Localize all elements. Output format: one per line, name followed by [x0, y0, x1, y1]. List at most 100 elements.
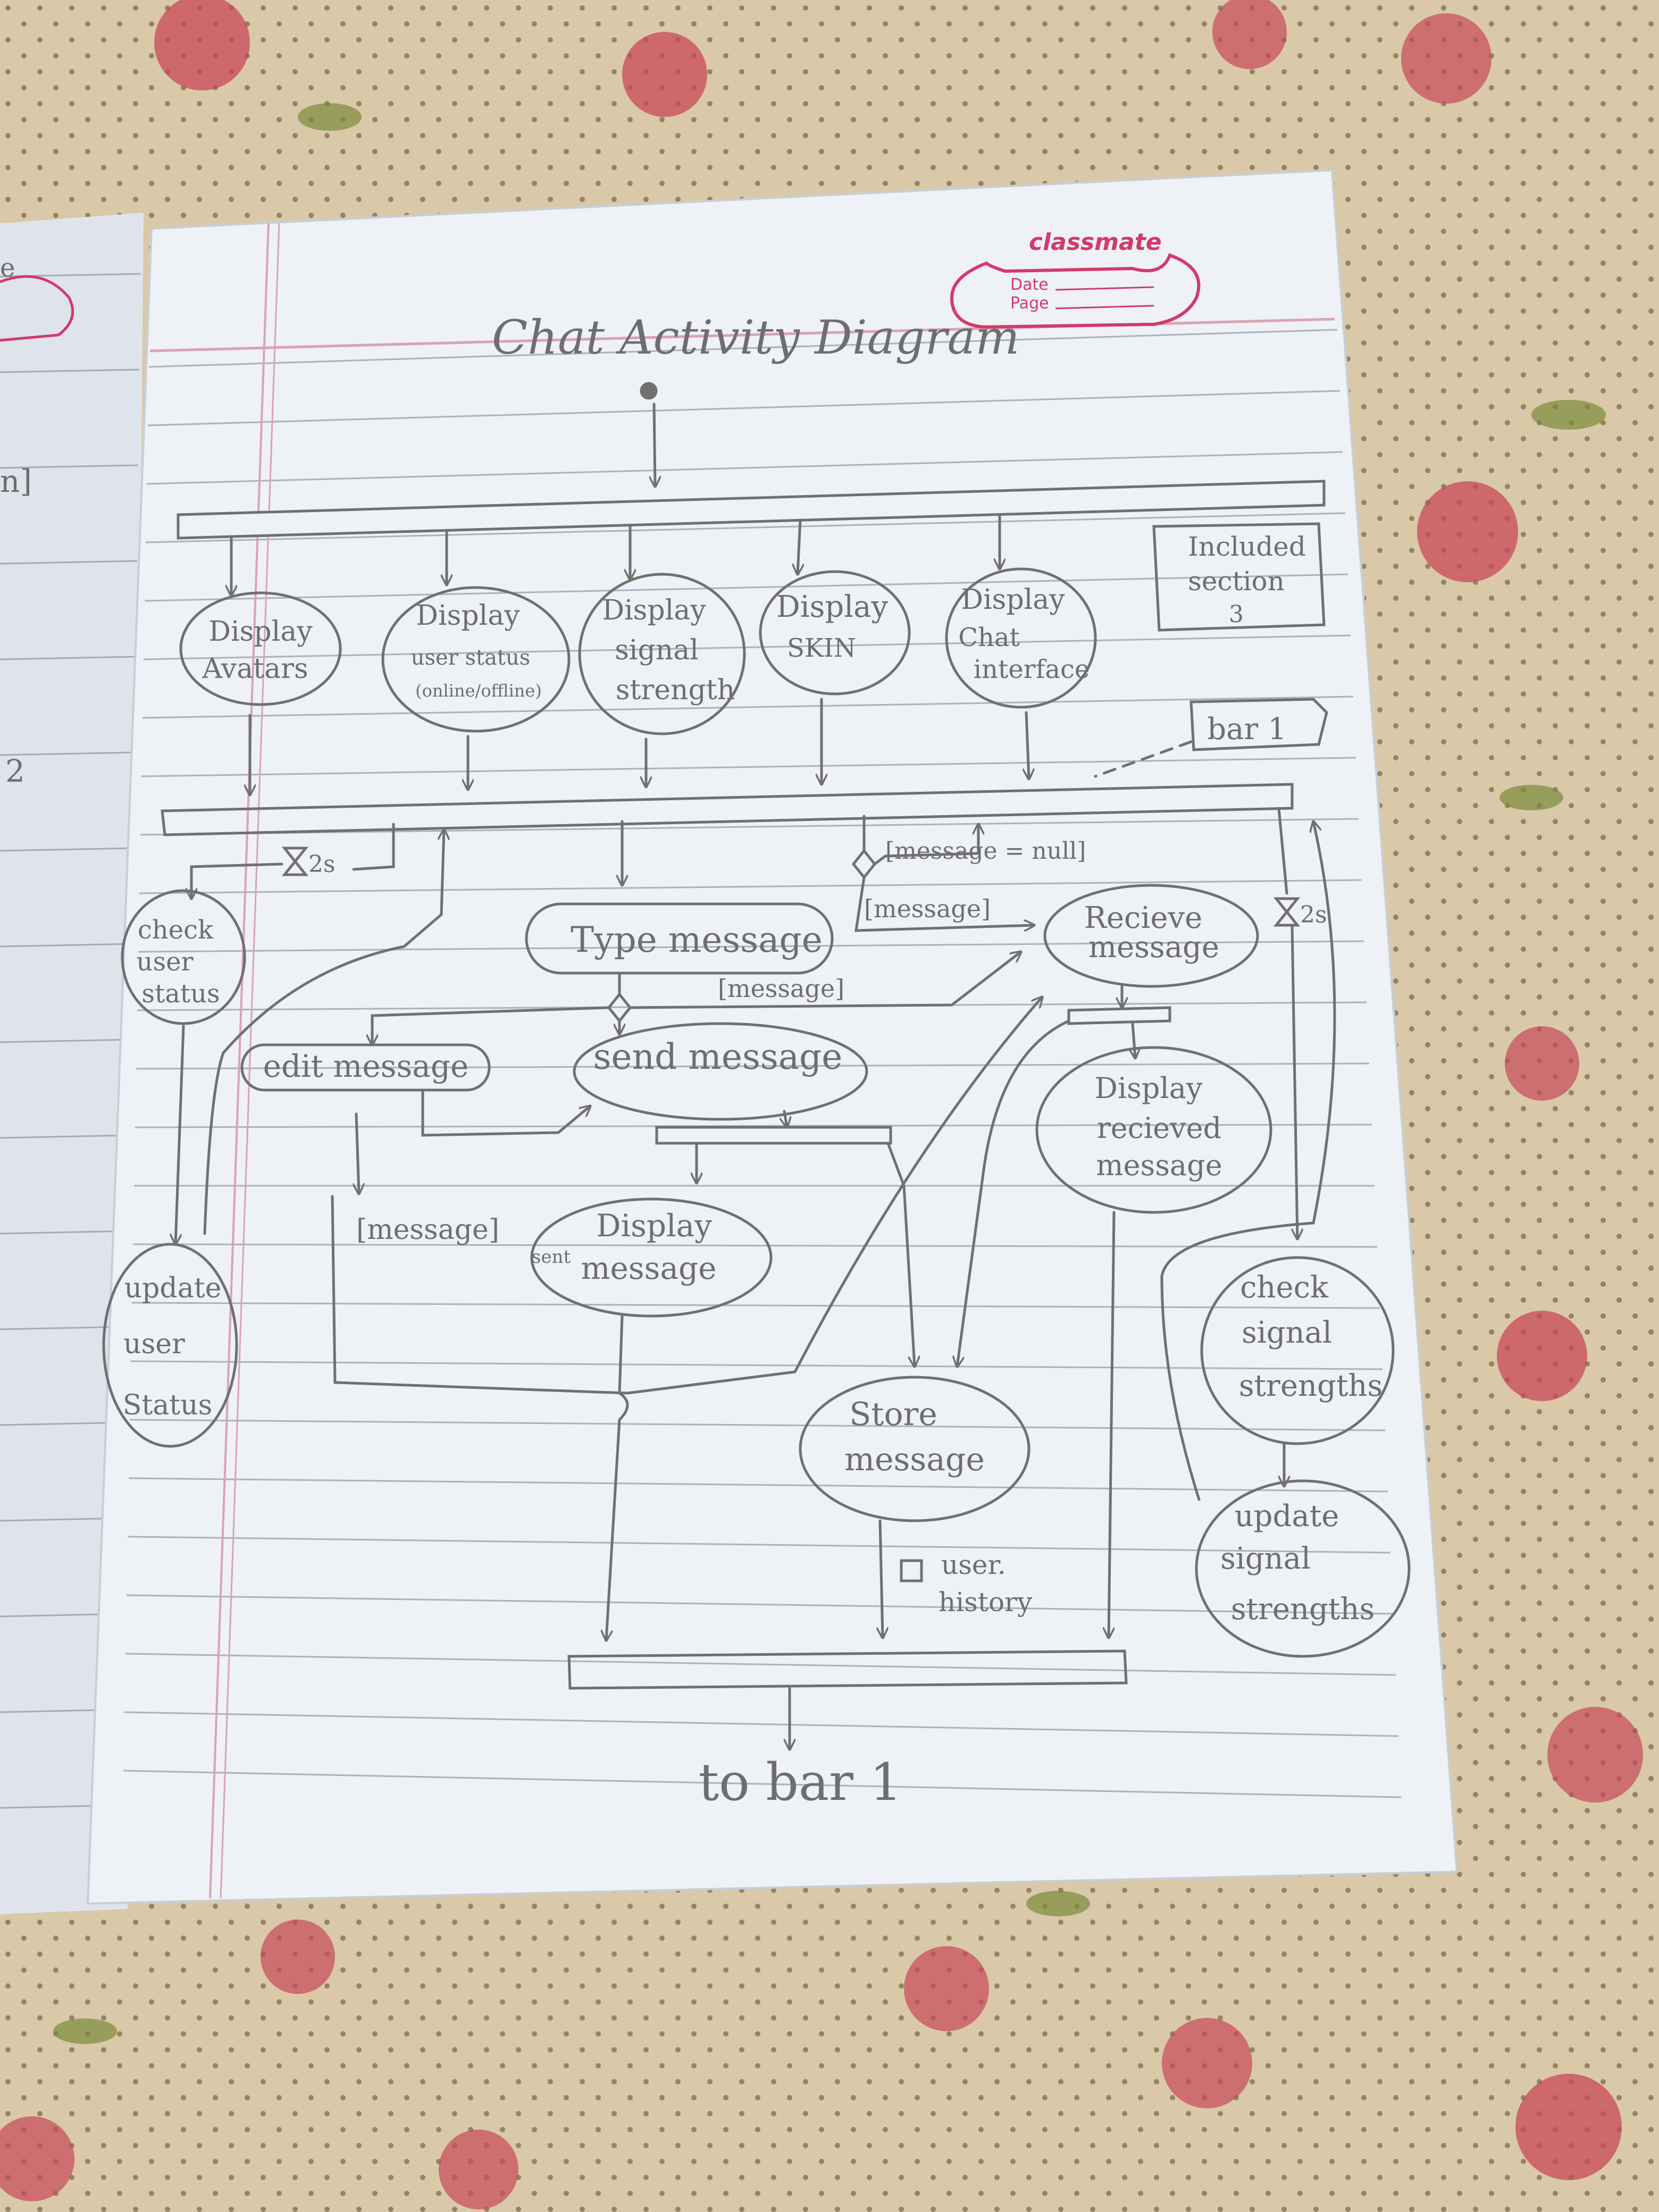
guard-message-c: [message]: [718, 974, 844, 1003]
label-check-signal-2: signal: [1242, 1316, 1332, 1350]
label-store-message-2: message: [844, 1441, 985, 1478]
page-line: [1055, 305, 1154, 309]
label-check-user-status-1: check: [138, 915, 214, 945]
flow-timer-check-signal: [1291, 924, 1297, 1241]
node-display-recieved-message: [1035, 1046, 1272, 1214]
flow-decision-receive-msg: [854, 876, 1034, 932]
margin-line: [209, 223, 270, 1899]
flow-store-end: [880, 1519, 883, 1639]
label-display-chat-3: interface: [974, 655, 1090, 684]
label-user-history-2: history: [939, 1587, 1033, 1618]
activity-diagram: Chat Activity Diagram Display Avatars Di…: [102, 310, 1411, 1812]
label-display-avatars-2: Avatars: [202, 653, 308, 685]
flow-fork-skin: [798, 518, 800, 574]
guard-message-null: [message = null]: [885, 837, 1086, 865]
node-display-skin: [759, 570, 911, 696]
flow-update-status-back: [203, 830, 444, 1235]
node-send-message: [573, 1022, 868, 1121]
flow-edit-send: [421, 1088, 590, 1137]
node-display-sent-message: [530, 1197, 773, 1318]
node-update-signal-strengths: [1195, 1479, 1411, 1658]
label-display-signal-2: signal: [615, 634, 699, 666]
node-edit-message: [240, 1043, 491, 1092]
label-display-user-status-3: (online/offline): [415, 681, 542, 701]
label-update-user-status-1: update: [124, 1272, 222, 1304]
guard-message-a: [message]: [864, 894, 991, 923]
object-user-history-icon: [900, 1559, 923, 1582]
left-page-fragment-1: e: [0, 253, 15, 283]
label-edit-message: edit message: [263, 1048, 469, 1084]
note-included-section: [1152, 522, 1326, 632]
label-display-user-status-2: user status: [411, 646, 531, 670]
label-display-signal-1: Display: [602, 594, 706, 626]
page-rules: [123, 329, 1402, 1798]
page-label: Page: [1010, 294, 1049, 313]
flow-null-loop: [873, 823, 978, 866]
label-check-signal-3: strengths: [1239, 1369, 1382, 1403]
label-check-user-status-2: user: [137, 947, 194, 977]
node-store-message: [799, 1376, 1030, 1522]
label-display-recv-2: recieved: [1097, 1111, 1221, 1145]
label-display-recv-1: Display: [1095, 1071, 1203, 1105]
label-update-signal-1: update: [1235, 1499, 1339, 1534]
label-bar1: bar 1: [1207, 712, 1286, 747]
flow-edit-loop-receive: [331, 997, 1042, 1395]
note-bar1-link: [1094, 740, 1193, 778]
label-display-sent-1: Display: [596, 1208, 712, 1244]
node-check-signal-strengths: [1200, 1256, 1395, 1445]
node-display-avatars: [179, 591, 342, 706]
margin-line-2: [220, 223, 280, 1899]
diagram-title: Chat Activity Diagram: [492, 310, 1020, 365]
label-display-skin-1: Display: [776, 590, 889, 624]
label-display-sent-2: message: [581, 1250, 717, 1286]
label-display-skin-2: SKIN: [787, 633, 856, 663]
flow-bar-store: [957, 1019, 1070, 1367]
flow-join-timer-left: [352, 823, 395, 871]
label-store-message-1: Store: [849, 1396, 937, 1433]
date-line: [1055, 286, 1154, 291]
bar1-join: [161, 783, 1294, 836]
label-check-signal-1: check: [1240, 1270, 1329, 1305]
label-to-bar1: to bar 1: [698, 1753, 902, 1812]
label-recieve-message-1: Recieve: [1084, 901, 1203, 935]
date-label: Date: [1010, 275, 1049, 294]
flow-decision-receive: [629, 952, 1021, 1009]
left-page-brand-banner: [0, 275, 74, 342]
label-included-2: section: [1188, 566, 1285, 597]
flow-join-timer-right: [1277, 807, 1288, 895]
fork-after-send: [655, 1126, 892, 1145]
flow-fork-store: [886, 1142, 915, 1367]
start-node: [640, 382, 658, 400]
label-included-3: 3: [1229, 601, 1244, 628]
timer-right-icon: [1273, 897, 1301, 927]
label-display-recv-3: message: [1096, 1149, 1222, 1182]
flow-display-recv-end: [1109, 1211, 1116, 1639]
flow-edit-store: [356, 1112, 359, 1194]
flow-update-signal-back: [1160, 822, 1336, 1501]
label-display-chat-1: Display: [961, 584, 1065, 616]
node-update-user-status: [102, 1243, 238, 1448]
node-display-chat-interface: [945, 567, 1097, 709]
bar-receive: [1067, 1006, 1171, 1025]
flow-bar-display-recv: [1133, 1022, 1135, 1058]
label-update-signal-3: strengths: [1231, 1592, 1375, 1627]
label-update-signal-2: signal: [1220, 1541, 1311, 1576]
bar-final-join: [567, 1649, 1128, 1690]
right-page: [86, 169, 1459, 1905]
timer-right-label: 2s: [1300, 901, 1327, 928]
flow-decision-edit: [372, 1006, 610, 1046]
flow-chat-join: [1026, 711, 1029, 779]
label-display-chat-2: Chat: [958, 623, 1020, 652]
label-user-history-1: user.: [941, 1549, 1006, 1580]
label-display-avatars-1: Display: [208, 616, 313, 648]
flow-send-fork: [784, 1110, 787, 1127]
label-display-user-status-1: Display: [416, 600, 520, 632]
label-sent-annot: sent: [532, 1246, 571, 1268]
node-check-user-status: [121, 889, 246, 1025]
node-type-message: [525, 902, 834, 975]
guard-message-b: [message]: [356, 1214, 499, 1246]
left-page-fragment-3: 2: [5, 753, 25, 789]
brand-header: classmate Date Page: [950, 229, 1201, 329]
